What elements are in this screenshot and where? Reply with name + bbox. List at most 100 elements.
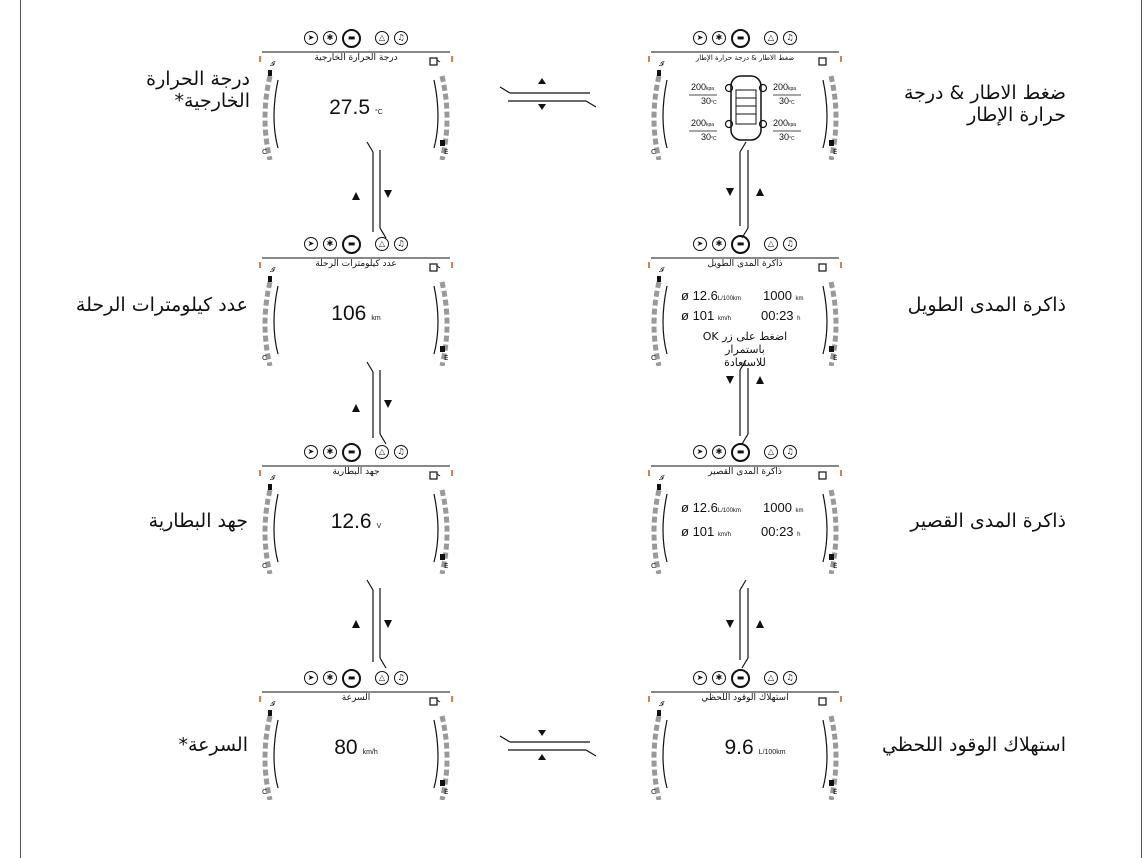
settings-icon: ✱	[712, 237, 726, 251]
avg-consumption: ø 12.6L/100km	[681, 288, 741, 303]
reset-hint: اضغط على زر OK باستمرار للاستعادة	[685, 330, 805, 369]
value-unit: L/100km	[758, 749, 786, 756]
label-tire-line1: ضغط الاطار & درجة	[903, 82, 1066, 104]
display-outside-temp: ➤ ✱ ▬ △ ♫ درجة الحرارة الخارجية 𝓘 C E 27…	[256, 28, 456, 160]
label-trip-km: عدد كيلومترات الرحلة	[75, 294, 248, 316]
car-icon: ▬	[731, 668, 750, 688]
label-short-memory: ذاكرة المدى القصير	[910, 510, 1066, 532]
label-outside-temp-line2: الخارجية*	[174, 90, 250, 112]
display-frame	[648, 257, 842, 366]
temperature-small-label: 𝓘	[659, 474, 664, 482]
display-frame	[259, 51, 453, 160]
label-long-memory: ذاكرة المدى الطويل	[907, 294, 1066, 316]
distance: 1000 km	[763, 288, 804, 303]
music-icon: ♫	[783, 31, 797, 45]
settings-icon: ✱	[323, 671, 337, 685]
screen-value: 106 km	[296, 302, 416, 331]
screen-title: جهد البطارية	[332, 467, 380, 477]
music-icon: ♫	[394, 31, 408, 45]
cold-mark: C	[651, 354, 656, 362]
tire-front-right-temp: 30°C	[779, 96, 795, 106]
settings-icon: ✱	[323, 31, 337, 45]
car-icon: ▬	[731, 442, 750, 462]
cold-mark: C	[651, 562, 656, 570]
empty-mark: E	[444, 562, 449, 570]
distance: 1000 km	[763, 500, 804, 515]
menu-icon-bar: ➤ ✱ ▬ △ ♫	[256, 668, 456, 688]
music-icon: ♫	[394, 445, 408, 459]
warning-icon: △	[375, 671, 389, 685]
value-number: 106	[331, 302, 367, 325]
value-number: 9.6	[724, 736, 754, 759]
car-icon: ▬	[342, 668, 361, 688]
display-frame	[648, 691, 842, 800]
cold-mark: C	[262, 148, 267, 156]
value-unit: km/h	[362, 749, 378, 756]
empty-mark: E	[444, 148, 449, 156]
value-unit: km	[371, 315, 381, 322]
navigation-icon: ➤	[304, 237, 318, 251]
navigation-icon: ➤	[304, 31, 318, 45]
car-icon: ▬	[731, 28, 750, 48]
tire-rear-left-pressure: 200kpa	[691, 118, 715, 128]
value-number: 27.5	[329, 96, 370, 119]
page-frame	[20, 0, 1142, 858]
label-instant-fuel: استهلاك الوقود اللحظي	[881, 734, 1066, 756]
navigation-icon: ➤	[304, 445, 318, 459]
avg-consumption: ø 12.6L/100km	[681, 500, 741, 515]
navigation-icon: ➤	[693, 445, 707, 459]
settings-icon: ✱	[712, 31, 726, 45]
music-icon: ♫	[394, 671, 408, 685]
navigation-icon: ➤	[304, 671, 318, 685]
display-frame	[259, 465, 453, 574]
cold-mark: C	[651, 148, 656, 156]
menu-icon-bar: ➤ ✱ ▬ △ ♫	[645, 234, 845, 254]
menu-icon-bar: ➤ ✱ ▬ △ ♫	[256, 234, 456, 254]
screen-title: ذاكرة المدى الطويل	[707, 259, 783, 269]
empty-mark: E	[833, 562, 838, 570]
menu-icon-bar: ➤ ✱ ▬ △ ♫	[645, 668, 845, 688]
display-frame	[648, 465, 842, 574]
tire-front-right-pressure: 200kpa	[773, 82, 797, 92]
label-speed: السرعة*	[178, 734, 248, 756]
warning-icon: △	[764, 237, 778, 251]
screen-title: ضغط الاطار & درجة حرارة الإطار	[695, 54, 795, 62]
reset-hint-line1: اضغط على زر OK باستمرار	[702, 330, 788, 356]
settings-icon: ✱	[323, 445, 337, 459]
music-icon: ♫	[783, 671, 797, 685]
settings-icon: ✱	[712, 671, 726, 685]
reset-hint-line2: للاستعادة	[724, 356, 766, 369]
display-tire: ➤ ✱ ▬ △ ♫ ضغط الاطار & درجة حرارة الإطار…	[645, 28, 845, 160]
temperature-small-label: 𝓘	[270, 60, 275, 68]
label-tire-line2: حرارة الإطار	[967, 104, 1066, 126]
value-unit: °C	[375, 109, 383, 116]
label-outside-temp-line1: درجة الحرارة	[146, 68, 250, 90]
empty-mark: E	[444, 788, 449, 796]
car-icon: ▬	[731, 234, 750, 254]
value-number: 12.6	[330, 510, 372, 533]
music-icon: ♫	[783, 445, 797, 459]
screen-title: ذاكرة المدى القصير	[708, 467, 782, 477]
value-unit: V	[376, 523, 382, 530]
menu-icon-bar: ➤ ✱ ▬ △ ♫	[256, 442, 456, 462]
tire-rear-right-temp: 30°C	[779, 132, 795, 142]
empty-mark: E	[833, 354, 838, 362]
settings-icon: ✱	[323, 237, 337, 251]
cold-mark: C	[262, 788, 267, 796]
warning-icon: △	[375, 445, 389, 459]
navigation-icon: ➤	[693, 31, 707, 45]
empty-mark: E	[444, 354, 449, 362]
screen-title: درجة الحرارة الخارجية	[314, 53, 398, 63]
empty-mark: E	[833, 148, 838, 156]
temperature-small-label: 𝓘	[270, 700, 275, 708]
trip-time: 00:23 h	[761, 308, 801, 323]
car-icon: ▬	[342, 234, 361, 254]
tire-front-left-pressure: 200kpa	[691, 82, 715, 92]
avg-speed: ø 101 km/h	[681, 524, 731, 539]
screen-title: السرعة	[341, 693, 371, 703]
temperature-small-label: 𝓘	[659, 266, 664, 274]
